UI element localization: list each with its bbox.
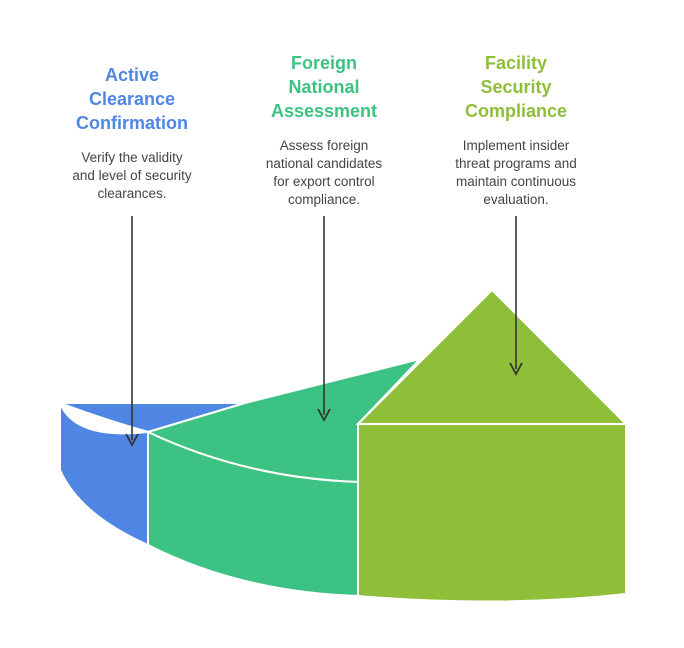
segment-active: Active Clearance Confirmation Verify the… [52,63,212,203]
segment-foreign: Foreign National Assessment Assess forei… [244,51,404,209]
segment-facility-description: Implement insider threat programs and ma… [455,138,577,207]
segment-foreign-description: Assess foreign national candidates for e… [265,138,383,207]
segment-olive-front [357,423,627,603]
segment-foreign-title: Foreign National Assessment [270,53,378,121]
arrow-active [125,216,139,447]
segment-facility: Facility Security Compliance Implement i… [432,51,600,209]
segment-facility-title: Facility Security Compliance [464,53,568,121]
segment-olive-peak [355,288,629,425]
arrow-foreign [317,216,331,422]
segment-active-description: Verify the validity and level of securit… [72,150,192,201]
arrow-facility [509,216,523,376]
segment-active-title: Active Clearance Confirmation [76,65,188,133]
